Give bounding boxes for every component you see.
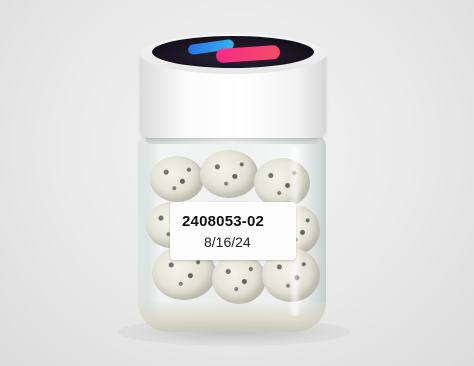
logo-pink-lettering <box>215 44 281 64</box>
batch-sticker: 2408053-02 8/16/24 <box>170 202 296 260</box>
lid-logo-label <box>152 36 314 68</box>
nug <box>212 254 266 304</box>
nug <box>150 156 204 202</box>
nug <box>200 150 258 198</box>
batch-date: 8/16/24 <box>204 234 251 250</box>
batch-id: 2408053-02 <box>182 213 265 230</box>
